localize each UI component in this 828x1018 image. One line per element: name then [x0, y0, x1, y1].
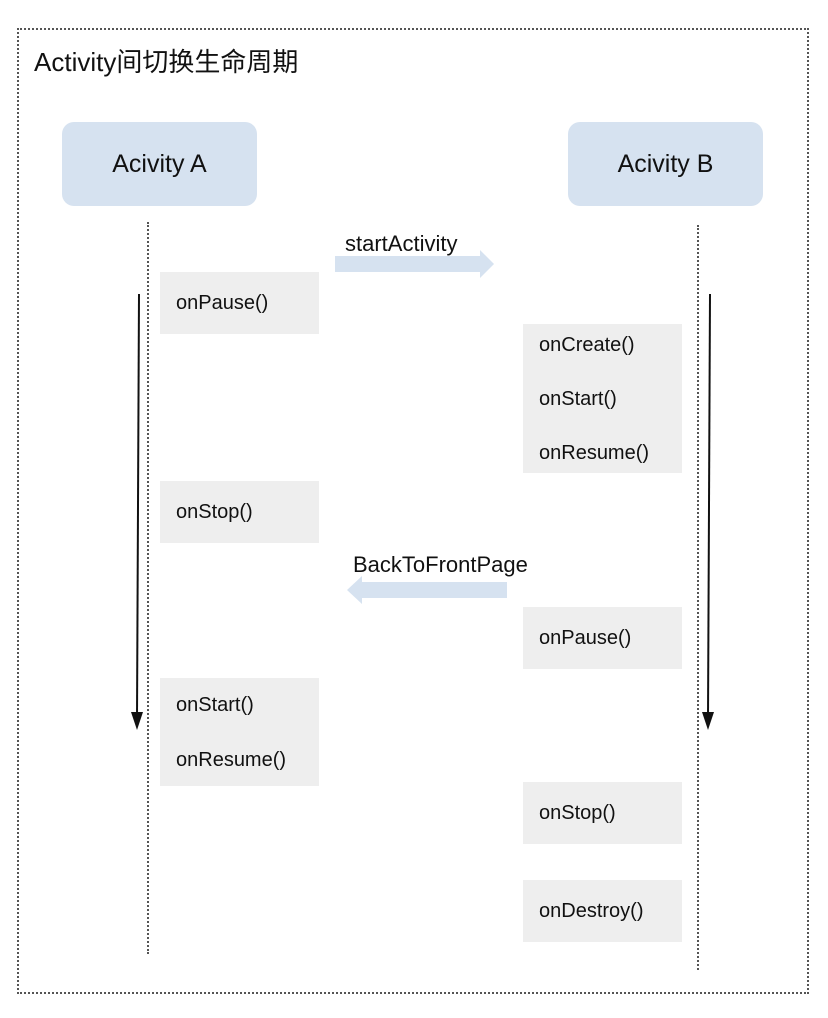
b-callback-box: onCreate() onStart() onResume(): [523, 324, 682, 473]
back-to-front-arrow: [347, 576, 507, 604]
back-to-front-label: BackToFrontPage: [353, 552, 528, 577]
b-method-on-stop: onStop(): [539, 802, 616, 824]
b-callback-box: onStop(): [523, 782, 682, 844]
diagram-title: Activity间切换生命周期: [34, 47, 299, 77]
a-method-on-stop: onStop(): [176, 501, 253, 523]
a-callback-box: onStop(): [160, 481, 319, 543]
timeline-arrow-b-head: [702, 712, 714, 730]
a-method-on-resume: onResume(): [176, 749, 287, 771]
b-method-on-destroy: onDestroy(): [539, 900, 644, 922]
diagram-frame: [17, 28, 809, 994]
b-method-on-start: onStart(): [539, 388, 617, 410]
b-method-on-create: onCreate(): [539, 334, 635, 356]
actor-activity-b: Acivity B: [568, 122, 763, 206]
b-method-on-resume: onResume(): [539, 442, 650, 464]
timeline-arrow-b-line: [707, 293, 711, 719]
start-activity-label: startActivity: [345, 231, 458, 256]
start-activity-arrow: [335, 250, 494, 278]
lifeline-a: [147, 222, 149, 954]
b-method-on-pause: onPause(): [539, 627, 632, 649]
lifeline-b: [697, 225, 699, 970]
a-method-on-pause: onPause(): [176, 292, 269, 314]
b-callback-box: onDestroy(): [523, 880, 682, 942]
b-callback-box: onPause(): [523, 607, 682, 669]
a-method-on-start: onStart(): [176, 694, 254, 716]
a-callback-box: onPause(): [160, 272, 319, 334]
timeline-arrow-a-head: [131, 712, 143, 730]
actor-activity-a: Acivity A: [62, 122, 257, 206]
a-callback-box: onStart() onResume(): [160, 678, 319, 786]
timeline-arrow-a-line: [136, 293, 140, 719]
